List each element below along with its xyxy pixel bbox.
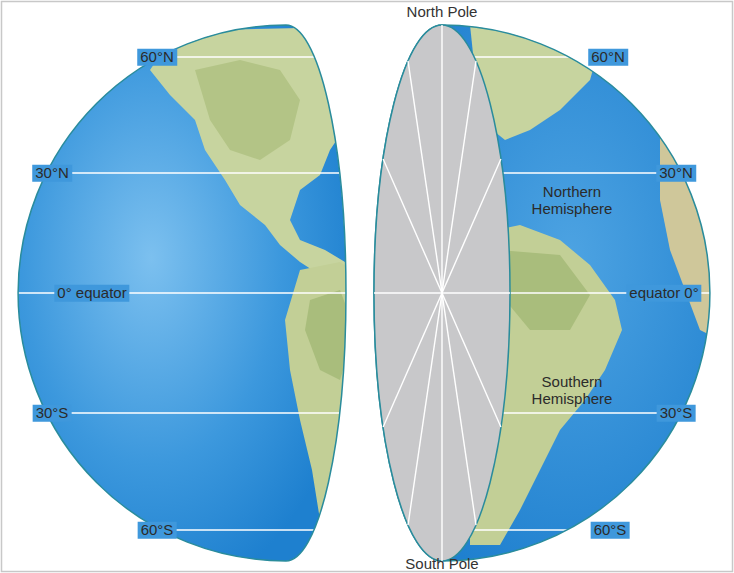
section-spokes: [374, 25, 510, 561]
western-half: [0, 0, 360, 573]
latitude-label: 30°N: [32, 165, 72, 182]
latitude-label: 60°S: [138, 522, 177, 539]
hemisphere-label: Southern Hemisphere: [524, 374, 620, 407]
latitude-label: equator 0°: [626, 285, 701, 302]
pole-label: North Pole: [407, 4, 478, 21]
latitude-label: 60°N: [588, 49, 628, 66]
eastern-half: [370, 0, 734, 573]
latitude-label: 0° equator: [54, 285, 129, 302]
latitude-label: 30°S: [33, 405, 72, 422]
cross-section: [374, 25, 510, 561]
hemisphere-label: Northern Hemisphere: [524, 184, 620, 217]
latitude-label: 30°N: [656, 165, 696, 182]
latitude-label: 60°S: [591, 522, 630, 539]
latitude-label: 60°N: [137, 49, 177, 66]
latitude-label: 30°S: [657, 405, 696, 422]
pole-label: South Pole: [405, 556, 478, 573]
